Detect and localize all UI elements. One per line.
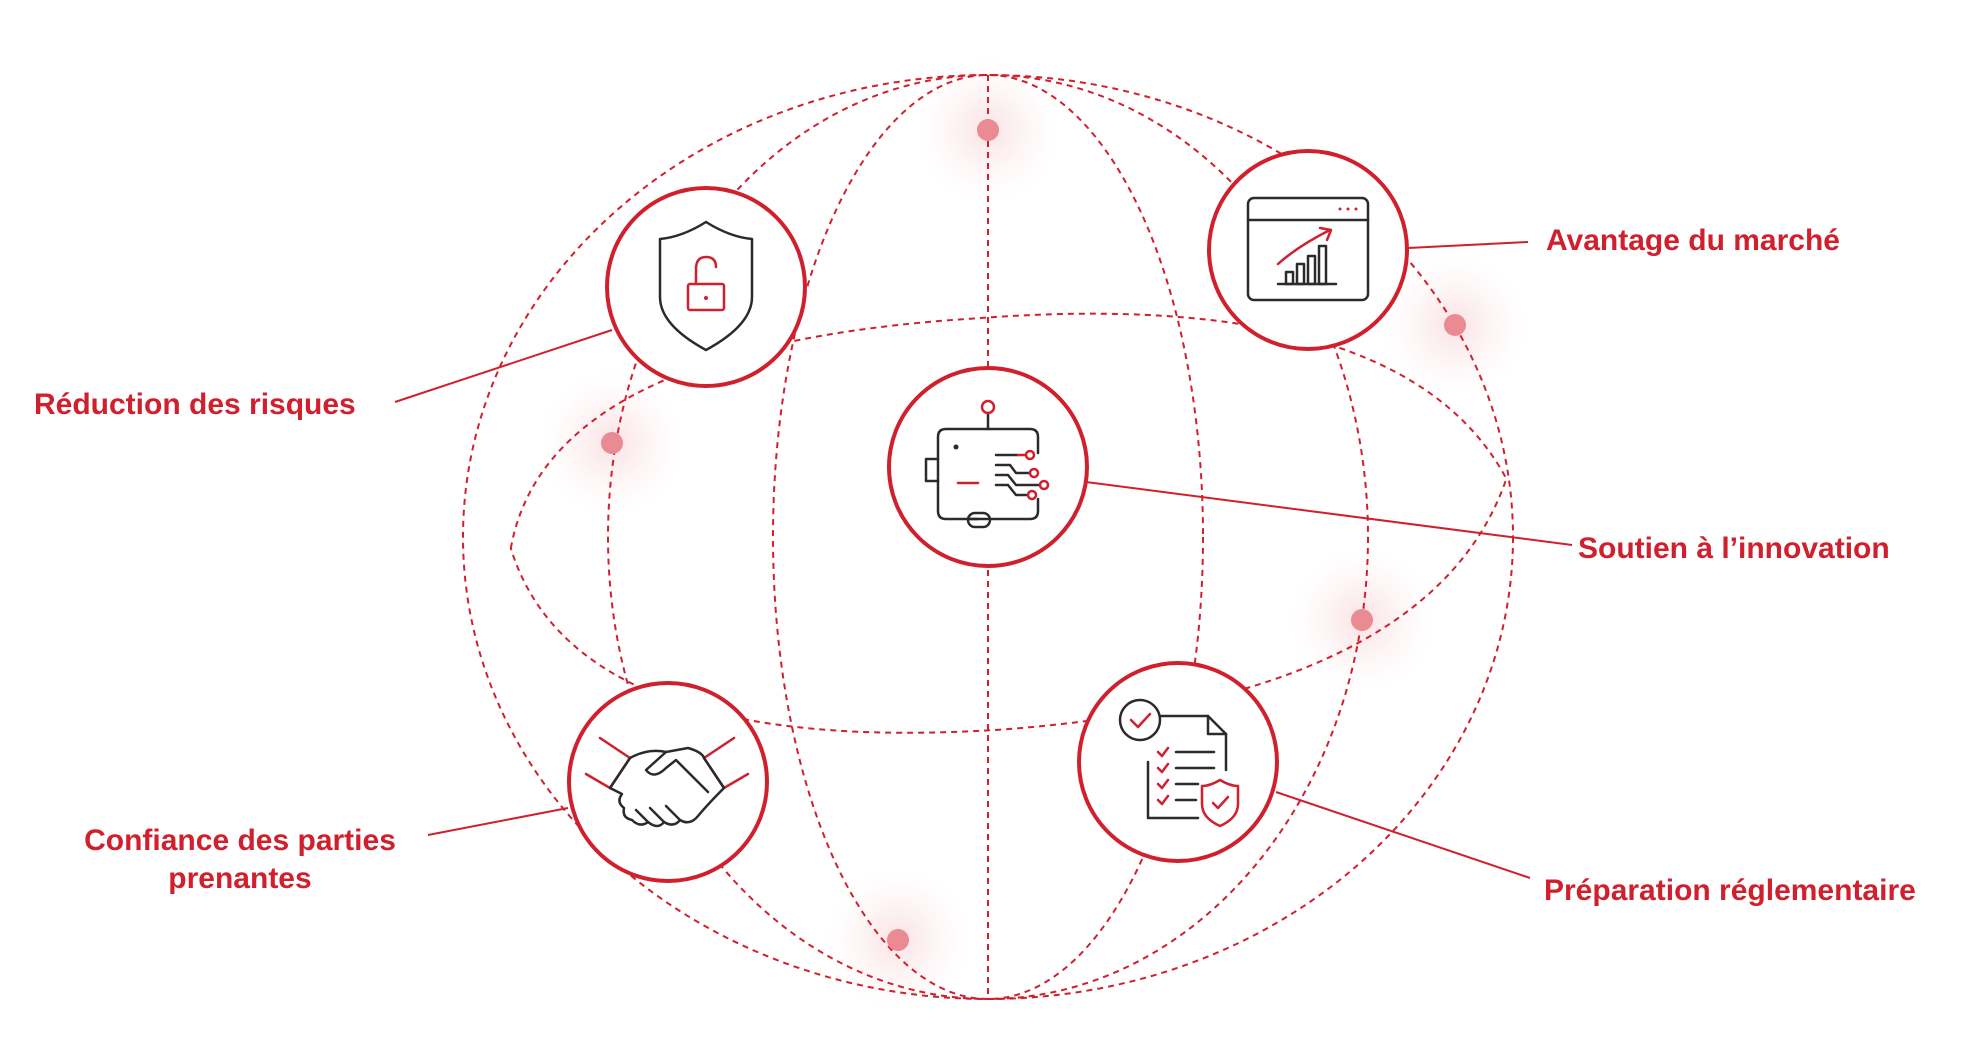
dot-bottom <box>887 929 909 951</box>
leader-innovation <box>1085 481 1573 546</box>
growth-chart-window-icon <box>1246 196 1370 302</box>
handshake-icon <box>584 736 750 828</box>
label-stakeholder-trust-line2: prenantes <box>168 862 312 895</box>
shield-unlock-icon <box>658 220 754 352</box>
label-market-advantage: Avantage du marché <box>1546 224 1840 257</box>
leader-market <box>1407 241 1529 249</box>
node-innovation <box>887 366 1089 568</box>
leader-risk <box>394 329 613 403</box>
node-risk-circle <box>605 186 807 388</box>
grid-dots <box>601 119 1466 951</box>
node-market <box>1207 149 1409 351</box>
ai-robot-circuit-icon <box>924 399 1050 529</box>
dot-left <box>601 432 623 454</box>
label-innovation-support: Soutien à l’innovation <box>1578 532 1890 565</box>
leader-trust <box>427 807 569 836</box>
node-trust <box>567 681 769 883</box>
dot-right-upper <box>1444 314 1466 336</box>
leader-regulatory <box>1275 791 1531 879</box>
meridian-inner <box>772 74 1204 1000</box>
label-stakeholder-trust-line1: Confiance des parties <box>84 824 396 857</box>
checklist-document-icon <box>1118 698 1240 828</box>
node-market-circle <box>1207 149 1409 351</box>
node-innovation-circle <box>887 366 1089 568</box>
leader-lines <box>394 241 1573 879</box>
node-regulatory-circle <box>1077 661 1279 863</box>
dot-right-lower <box>1351 609 1373 631</box>
label-regulatory-readiness: Préparation réglementaire <box>1544 874 1916 907</box>
dot-top <box>977 119 999 141</box>
node-risk <box>605 186 807 388</box>
label-risk-reduction: Réduction des risques <box>34 388 356 421</box>
meridian-outer <box>607 74 1369 1000</box>
label-stakeholder-trust: Confiance des parties prenantes <box>40 822 440 898</box>
node-trust-circle <box>567 681 769 883</box>
node-regulatory <box>1077 661 1279 863</box>
